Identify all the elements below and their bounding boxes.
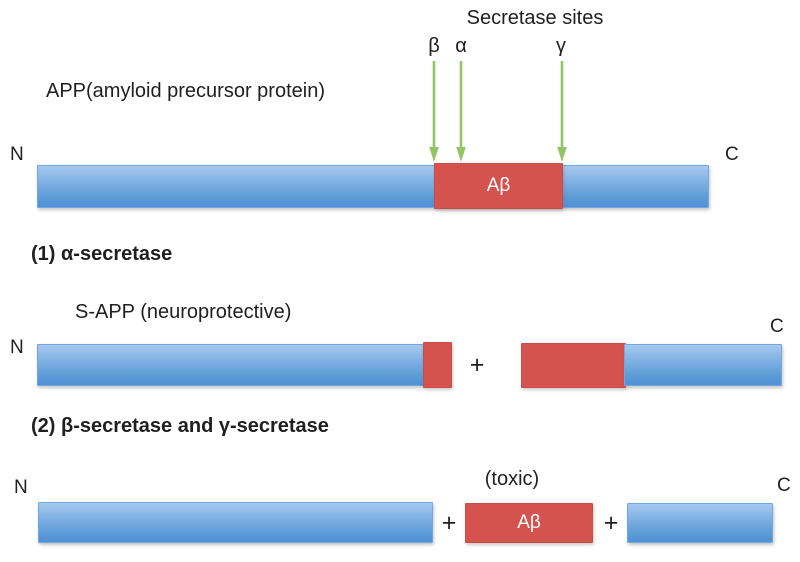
alpha-secretase-heading: (1) α-secretase <box>31 243 173 265</box>
secretase-sites-title: Secretase sites <box>466 7 604 29</box>
abeta-label: Aβ <box>517 512 541 533</box>
beta-cleavage-arrow-icon <box>429 61 439 162</box>
alpha-plus-sign: + <box>469 351 485 379</box>
beta-gamma-plus-sign-second: + <box>603 509 619 537</box>
sapp-fragment-bar <box>37 344 425 386</box>
ctf-fragment-bar <box>624 344 782 386</box>
alpha-c-terminus-label: C <box>770 316 784 337</box>
app-c-terminus-label: C <box>725 144 739 165</box>
ctf-abeta-stub-segment <box>521 343 626 388</box>
alpha-site-label: α <box>455 35 467 57</box>
gamma-site-label: γ <box>556 35 566 57</box>
beta-gamma-c-terminus-label: C <box>777 475 791 496</box>
beta-site-label: β <box>428 35 440 57</box>
sapp-neuroprotective-label: S-APP (neuroprotective) <box>75 301 292 323</box>
abeta-label: Aβ <box>486 175 511 196</box>
app-n-terminus-label: N <box>10 144 24 165</box>
c-terminal-fragment-bar <box>627 503 773 543</box>
app-abeta-segment: Aβ <box>434 163 563 209</box>
beta-gamma-secretase-heading: (2) β-secretase and γ-secretase <box>31 415 329 437</box>
sapp-abeta-stub-segment <box>423 342 452 388</box>
n-terminal-fragment-bar <box>38 502 433 543</box>
gamma-cleavage-arrow-icon <box>557 61 567 162</box>
app-protein-bar <box>37 165 709 208</box>
alpha-cleavage-arrow-icon <box>456 61 466 162</box>
beta-gamma-plus-sign-first: + <box>441 509 457 537</box>
abeta-peptide-bar: Aβ <box>465 503 593 543</box>
alpha-n-terminus-label: N <box>10 337 24 358</box>
app-label: APP(amyloid precursor protein) <box>46 80 325 102</box>
beta-gamma-n-terminus-label: N <box>14 477 28 498</box>
toxic-label: (toxic) <box>484 468 540 490</box>
